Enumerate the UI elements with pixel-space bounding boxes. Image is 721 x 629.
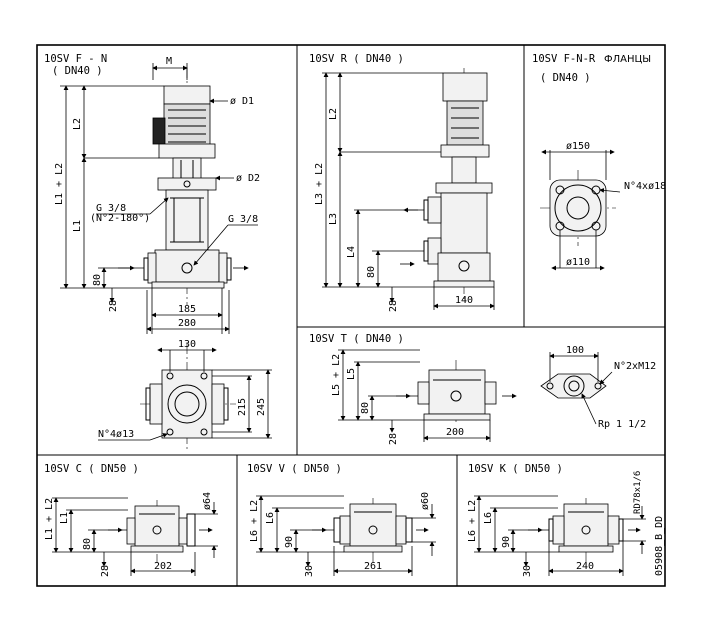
dim-261: 261 bbox=[364, 561, 382, 572]
dim-l1-l2: L1 + L2 bbox=[44, 498, 55, 540]
dim-80: 80 bbox=[366, 266, 377, 278]
dim-185: 185 bbox=[178, 304, 196, 315]
label-g38-vent: G 3/8 bbox=[228, 214, 258, 225]
dimensions-r: L2 L3 + L2 L3 L4 80 28 140 bbox=[314, 72, 495, 312]
panel-10sv-v: 10SV V ( DN50 ) L6 + L2 L6 90 30 bbox=[247, 463, 436, 577]
panel-10sv-fn: 10SV F - N ( DN40 ) bbox=[44, 53, 272, 452]
dim-80: 80 bbox=[360, 402, 371, 414]
dim-l6-l2: L6 + L2 bbox=[249, 500, 260, 542]
dim-140: 140 bbox=[455, 295, 473, 306]
dim-80: 80 bbox=[82, 538, 93, 550]
dim-90: 90 bbox=[501, 536, 512, 548]
dim-l3-l2: L3 + L2 bbox=[314, 163, 325, 205]
dim-d110: ø110 bbox=[566, 257, 590, 268]
pump-k-view bbox=[548, 498, 624, 562]
dim-200: 200 bbox=[446, 427, 464, 438]
dim-d1: ø D1 bbox=[230, 96, 254, 107]
dim-l6-l2: L6 + L2 bbox=[467, 500, 478, 542]
panel-title-cyr: ФЛАНЦЫ bbox=[604, 54, 651, 65]
dim-d60: ø60 bbox=[420, 492, 431, 510]
dim-90: 90 bbox=[284, 536, 295, 548]
dim-l5: L5 bbox=[346, 368, 357, 380]
dim-28: 28 bbox=[388, 300, 399, 312]
panel-subtitle: ( DN40 ) bbox=[52, 65, 103, 77]
label-g38-drain: G 3/8 bbox=[96, 203, 126, 214]
pump-r-view bbox=[423, 68, 495, 300]
pump-v-view bbox=[333, 498, 413, 562]
dim-30: 30 bbox=[304, 565, 315, 577]
dim-d150: ø150 bbox=[566, 141, 590, 152]
dim-28: 28 bbox=[100, 565, 111, 577]
dim-d2: ø D2 bbox=[236, 173, 260, 184]
panel-10sv-t: 10SV T ( DN40 ) L5 + L2 L5 80 28 bbox=[309, 333, 656, 445]
panel-title: 10SV R ( DN40 ) bbox=[309, 53, 404, 65]
dim-l2: L2 bbox=[328, 108, 339, 120]
label-holes-4x13: N°4ø13 bbox=[98, 429, 134, 440]
dim-28: 28 bbox=[108, 300, 119, 312]
dim-l5-l2: L5 + L2 bbox=[331, 354, 342, 396]
dimensions-c: L1 + L2 L1 80 28 202 ø64 bbox=[44, 492, 218, 577]
label-rp-thread: Rp 1 1/2 bbox=[598, 419, 646, 430]
dimensions-k: L6 + L2 L6 90 30 240 RD78x1/6 bbox=[467, 471, 646, 577]
panel-10sv-k: 10SV K ( DN50 ) L6 + L2 L6 90 30 bbox=[467, 463, 646, 577]
panel-10sv-fnr: 10SV F-N-R ФЛАНЦЫ ( DN40 ) ø150 N°4xø18 bbox=[532, 53, 666, 271]
panel-title: 10SV F-N-R bbox=[532, 53, 596, 65]
dim-30: 30 bbox=[522, 565, 533, 577]
dim-28: 28 bbox=[388, 433, 399, 445]
dim-l1: L1 bbox=[72, 220, 83, 232]
dim-l2: L2 bbox=[72, 118, 83, 130]
dimensions-v: L6 + L2 L6 90 30 261 ø60 bbox=[249, 492, 436, 577]
dim-l6: L6 bbox=[483, 512, 494, 524]
flange-view: ø150 N°4xø18 ø110 bbox=[540, 141, 666, 271]
pump-t-view bbox=[417, 360, 497, 422]
dim-215: 215 bbox=[237, 398, 248, 416]
panel-title: 10SV T ( DN40 ) bbox=[309, 333, 404, 345]
label-holes-2xm12: N°2xM12 bbox=[614, 361, 656, 372]
oval-flange-view: 100 N°2xM12 Rp 1 1/2 bbox=[540, 345, 656, 430]
dim-245: 245 bbox=[256, 398, 267, 416]
dimensions-fn: M ø D1 ø D2 L2 L1 + L2 L1 G 3/8 (N°2-180… bbox=[54, 56, 260, 334]
dimensions-t: L5 + L2 L5 80 28 200 bbox=[331, 349, 517, 445]
dim-202: 202 bbox=[154, 561, 172, 572]
pump-side-view bbox=[143, 68, 232, 305]
dim-l3: L3 bbox=[328, 213, 339, 225]
dim-rd78: RD78x1/6 bbox=[633, 471, 643, 514]
drawing-code: 05908_B_DD bbox=[654, 516, 665, 576]
dim-l4: L4 bbox=[346, 246, 357, 258]
dim-280: 280 bbox=[178, 318, 196, 329]
panel-title: 10SV F - N bbox=[44, 53, 107, 65]
pump-top-view: 130 215 245 N°4ø13 bbox=[98, 339, 272, 452]
dim-240: 240 bbox=[576, 561, 594, 572]
panel-title: 10SV V ( DN50 ) bbox=[247, 463, 342, 475]
dim-l1: L1 bbox=[59, 512, 70, 524]
panel-title: 10SV C ( DN50 ) bbox=[44, 463, 139, 475]
pump-c-view bbox=[126, 500, 196, 562]
panel-title: 10SV K ( DN50 ) bbox=[468, 463, 563, 475]
dim-l1-l2: L1 + L2 bbox=[54, 163, 65, 205]
dim-100: 100 bbox=[566, 345, 584, 356]
dim-d64: ø64 bbox=[202, 492, 213, 510]
panel-10sv-c: 10SV C ( DN50 ) L1 + L2 L1 80 28 bbox=[44, 463, 218, 577]
dim-m: M bbox=[166, 56, 172, 67]
label-holes-4x18: N°4xø18 bbox=[624, 181, 666, 192]
dim-130: 130 bbox=[178, 339, 196, 350]
panel-subtitle: ( DN40 ) bbox=[540, 72, 591, 84]
dim-80: 80 bbox=[92, 274, 103, 286]
sheet-frame bbox=[36, 44, 666, 587]
panel-10sv-r: 10SV R ( DN40 ) L2 bbox=[309, 53, 495, 312]
dim-l6: L6 bbox=[265, 512, 276, 524]
label-g38-note: (N°2-180°) bbox=[90, 213, 150, 224]
